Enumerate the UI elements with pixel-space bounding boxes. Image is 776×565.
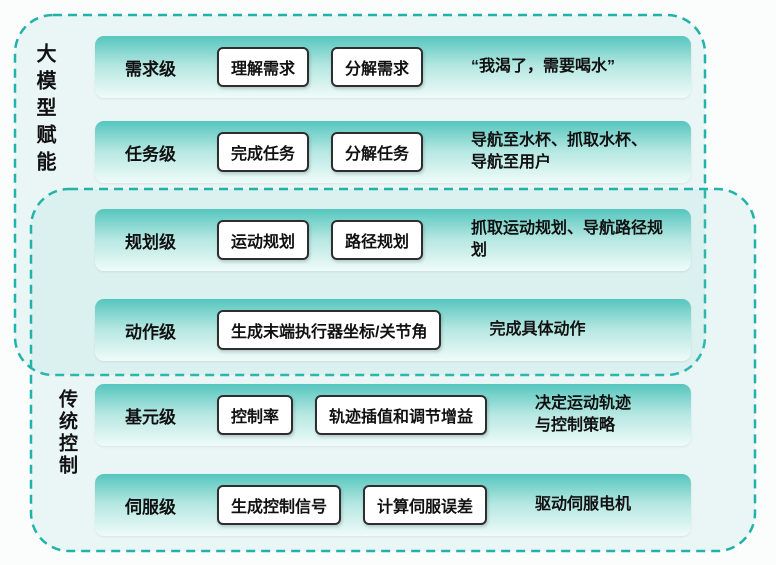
level-label: 需求级 bbox=[125, 59, 176, 79]
region-label-llm: 大模型赋能 bbox=[33, 43, 55, 178]
level-label: 任务级 bbox=[125, 144, 176, 164]
process-box: 控制率 bbox=[217, 395, 294, 435]
row-note: 完成具体动作 bbox=[489, 320, 586, 338]
level-label: 规划级 bbox=[125, 232, 176, 252]
row-note: “我渴了，需要喝水” bbox=[471, 57, 616, 75]
llm-region-outline bbox=[13, 13, 707, 377]
process-box: 生成末端执行器坐标/关节角 bbox=[217, 310, 442, 350]
row-note: 决定运动轨迹 与控制策略 bbox=[535, 394, 632, 434]
row-note: 抓取运动规划、导航路径规 划 bbox=[471, 219, 664, 259]
process-box: 理解需求 bbox=[217, 47, 310, 87]
process-box: 路径规划 bbox=[331, 220, 424, 260]
level-label: 伺服级 bbox=[125, 497, 176, 517]
level-label: 基元级 bbox=[125, 407, 176, 427]
row-planning-level: 规划级 运动规划 路径规划 抓取运动规划、导航路径规 划 bbox=[95, 209, 691, 271]
row-action-level: 动作级 生成末端执行器坐标/关节角 完成具体动作 bbox=[95, 299, 691, 361]
row-primitive-level: 基元级 控制率 轨迹插值和调节增益 决定运动轨迹 与控制策略 bbox=[95, 384, 691, 446]
row-requirement-level: 需求级 理解需求 分解需求 “我渴了，需要喝水” bbox=[95, 36, 691, 98]
process-box: 生成控制信号 bbox=[217, 485, 342, 525]
row-servo-level: 伺服级 生成控制信号 计算伺服误差 驱动伺服电机 bbox=[95, 474, 691, 536]
process-box: 运动规划 bbox=[217, 220, 310, 260]
process-box: 完成任务 bbox=[217, 132, 310, 172]
row-note: 导航至水杯、抓取水杯、 导航至用户 bbox=[471, 131, 648, 171]
process-box: 分解任务 bbox=[331, 132, 424, 172]
process-box: 分解需求 bbox=[331, 47, 424, 87]
level-label: 动作级 bbox=[125, 322, 176, 342]
process-box: 计算伺服误差 bbox=[363, 485, 488, 525]
region-label-traditional: 传统控制 bbox=[56, 389, 77, 477]
process-box: 轨迹插值和调节增益 bbox=[315, 395, 488, 435]
row-task-level: 任务级 完成任务 分解任务 导航至水杯、抓取水杯、 导航至用户 bbox=[95, 121, 691, 183]
traditional-control-region-outline bbox=[29, 187, 757, 553]
row-note: 驱动伺服电机 bbox=[535, 495, 632, 513]
